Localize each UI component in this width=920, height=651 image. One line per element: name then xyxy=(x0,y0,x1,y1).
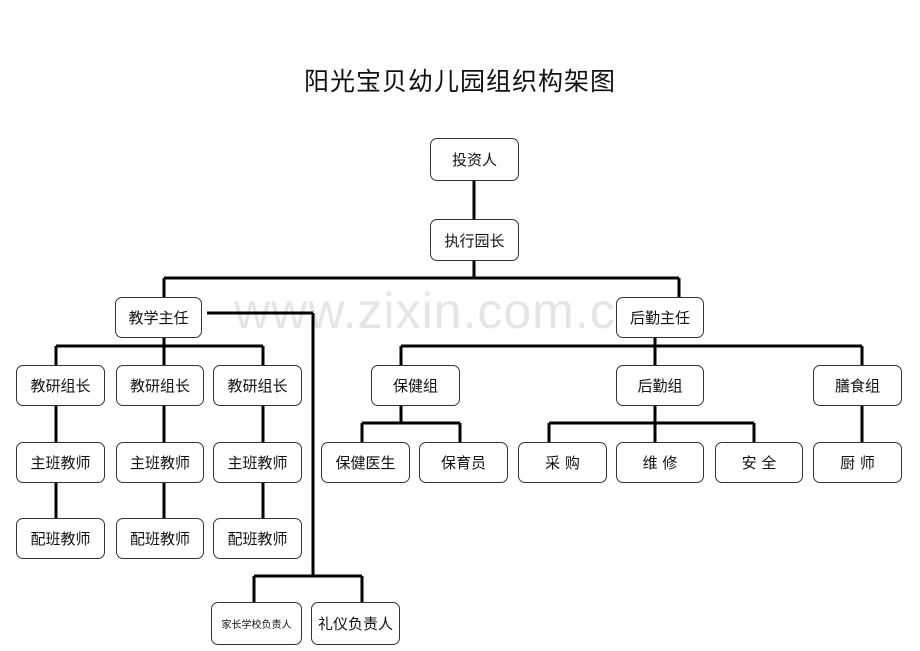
node-chef: 厨 师 xyxy=(813,442,902,483)
node-research-leader-2: 教研组长 xyxy=(116,365,204,406)
node-head-teacher-2: 主班教师 xyxy=(116,442,204,483)
node-logistics-director: 后勤主任 xyxy=(616,297,704,338)
node-parent-school-lead: 家长学校负责人 xyxy=(211,602,302,645)
node-research-leader-1: 教研组长 xyxy=(16,365,105,406)
node-logistics-group: 后勤组 xyxy=(616,365,704,406)
node-head-teacher-3: 主班教师 xyxy=(213,442,302,483)
node-catering-group: 膳食组 xyxy=(813,365,902,406)
node-safety: 安 全 xyxy=(715,442,803,483)
node-etiquette-lead: 礼仪负责人 xyxy=(311,602,400,645)
node-research-leader-3: 教研组长 xyxy=(213,365,302,406)
node-health-doctor: 保健医生 xyxy=(321,442,410,483)
node-purchasing: 采 购 xyxy=(518,442,607,483)
node-childcare-worker: 保育员 xyxy=(419,442,508,483)
node-teaching-director: 教学主任 xyxy=(115,297,202,338)
node-assistant-teacher-1: 配班教师 xyxy=(16,518,105,559)
node-health-group: 保健组 xyxy=(371,365,460,406)
node-head-teacher-1: 主班教师 xyxy=(16,442,105,483)
node-assistant-teacher-2: 配班教师 xyxy=(116,518,204,559)
watermark: www.zixin.com.cn xyxy=(234,283,645,339)
chart-title: 阳光宝贝幼儿园组织构架图 xyxy=(303,67,616,96)
node-executive-principal: 执行园长 xyxy=(430,219,519,261)
node-assistant-teacher-3: 配班教师 xyxy=(213,518,302,559)
node-maintenance: 维 修 xyxy=(616,442,704,483)
node-investor: 投资人 xyxy=(430,138,519,181)
